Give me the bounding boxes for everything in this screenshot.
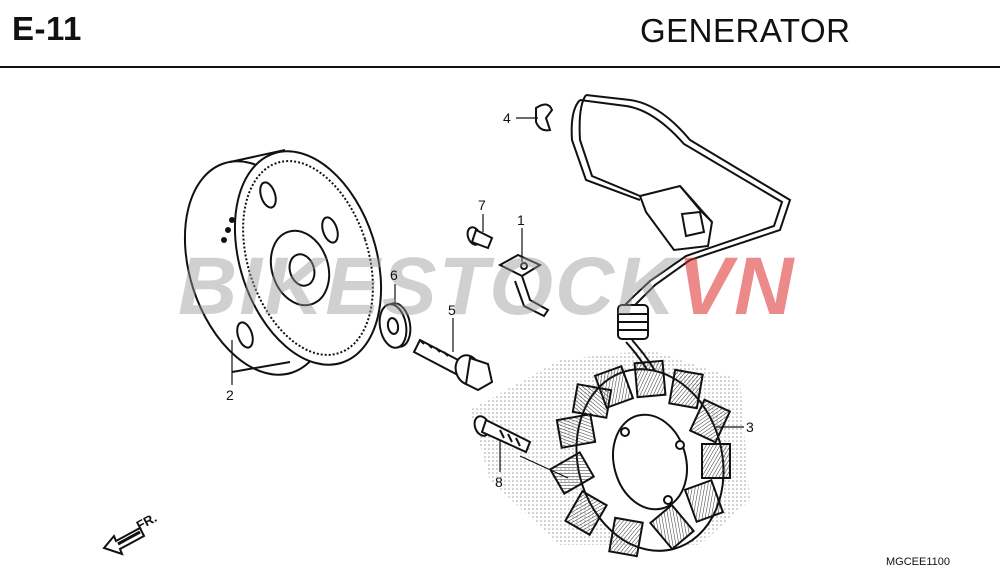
stator	[548, 359, 732, 558]
callout-3: 3	[746, 419, 754, 435]
flywheel-rotor	[183, 149, 383, 376]
callout-leaders	[231, 117, 744, 479]
small-bolt	[466, 226, 494, 250]
callout-6: 6	[390, 267, 398, 283]
wire-grommet	[617, 304, 649, 340]
header: E-11 GENERATOR	[0, 0, 1000, 66]
front-direction-arrow-icon	[102, 526, 146, 556]
header-divider	[0, 66, 1000, 68]
stator-bolt	[473, 415, 532, 454]
callout-4: 4	[503, 110, 511, 126]
callout-1: 1	[517, 212, 525, 228]
wire-connector	[638, 184, 714, 252]
section-code: E-11	[12, 10, 82, 47]
cable-bracket	[497, 253, 550, 318]
callout-8: 8	[495, 474, 503, 490]
callout-2: 2	[226, 387, 234, 403]
callout-5: 5	[448, 302, 456, 318]
wire-clamp	[535, 103, 554, 132]
flange-bolt	[412, 338, 494, 392]
callout-7: 7	[478, 197, 486, 213]
washer	[378, 302, 412, 349]
page-title: GENERATOR	[640, 12, 851, 49]
figure-code: MGCEE1100	[886, 556, 950, 568]
